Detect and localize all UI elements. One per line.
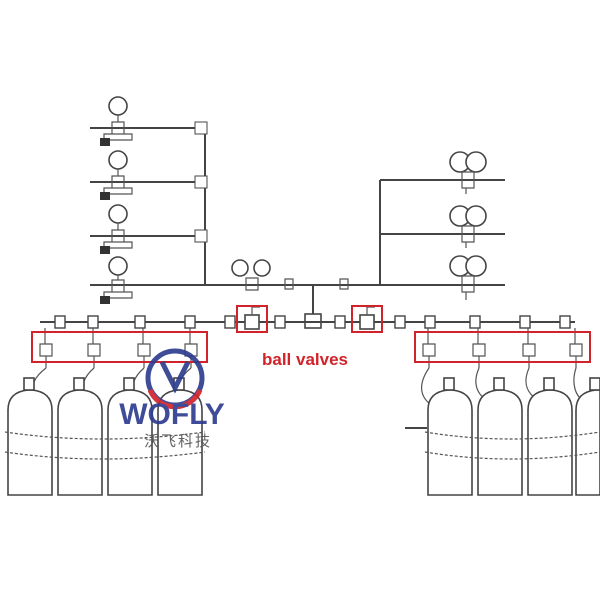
gas-cylinder xyxy=(527,377,573,496)
left-regulator-branch-4 xyxy=(90,256,205,304)
gas-cylinder xyxy=(57,377,103,496)
logo-tagline: 沃飞科技 xyxy=(144,433,212,450)
left-regulator-branch-3 xyxy=(90,204,208,254)
right-regulator-branch-2 xyxy=(380,205,505,248)
gas-cylinder xyxy=(477,377,523,496)
pressure-gauge-icon xyxy=(231,259,249,277)
pressure-gauge-icon xyxy=(465,255,487,277)
pressure-gauge-icon xyxy=(108,150,128,170)
logo-wordmark: WOFLY xyxy=(119,398,225,431)
pressure-gauge-icon xyxy=(253,259,271,277)
left-regulator-branch-1 xyxy=(90,96,208,146)
cylinder-chain xyxy=(424,431,600,460)
ball-valve-highlight xyxy=(236,305,268,333)
center-ball-valve-right xyxy=(351,305,383,333)
ball-valves-label: ball valves xyxy=(262,350,348,369)
pressure-gauge-icon xyxy=(465,205,487,227)
regulator-knob-icon xyxy=(100,138,110,146)
pressure-gauge-icon xyxy=(465,151,487,173)
left-ball-valve-group xyxy=(31,328,208,368)
ball-valve-highlight xyxy=(414,331,591,363)
left-regulator-branch-2 xyxy=(90,150,208,200)
wofly-logo: WOFLY 沃飞科技 xyxy=(119,348,225,450)
gas-cylinder xyxy=(427,377,473,496)
regulator-knob-icon xyxy=(100,246,110,254)
ball-valve-highlight xyxy=(351,305,383,333)
right-cylinder-bank xyxy=(427,377,600,496)
gas-cylinder xyxy=(7,377,53,496)
gas-cylinder xyxy=(107,377,153,496)
right-ball-valve-group xyxy=(414,328,591,368)
regulator-knob-icon xyxy=(100,296,110,304)
right-regulator-branch-3 xyxy=(380,255,505,300)
header-fittings xyxy=(54,315,571,329)
left-cylinder-bank xyxy=(7,377,203,496)
right-regulator-column xyxy=(379,151,505,300)
ball-valve-highlight xyxy=(31,331,208,363)
regulator-knob-icon xyxy=(100,192,110,200)
pressure-gauge-icon xyxy=(108,96,128,116)
gas-cylinder xyxy=(575,377,600,496)
pressure-gauge-icon xyxy=(108,256,128,276)
center-ball-valve-left xyxy=(236,305,268,333)
cylinder-chain xyxy=(4,431,206,460)
right-regulator-branch-1 xyxy=(380,151,505,194)
pressure-gauge-icon xyxy=(108,204,128,224)
left-regulator-column xyxy=(90,96,208,304)
